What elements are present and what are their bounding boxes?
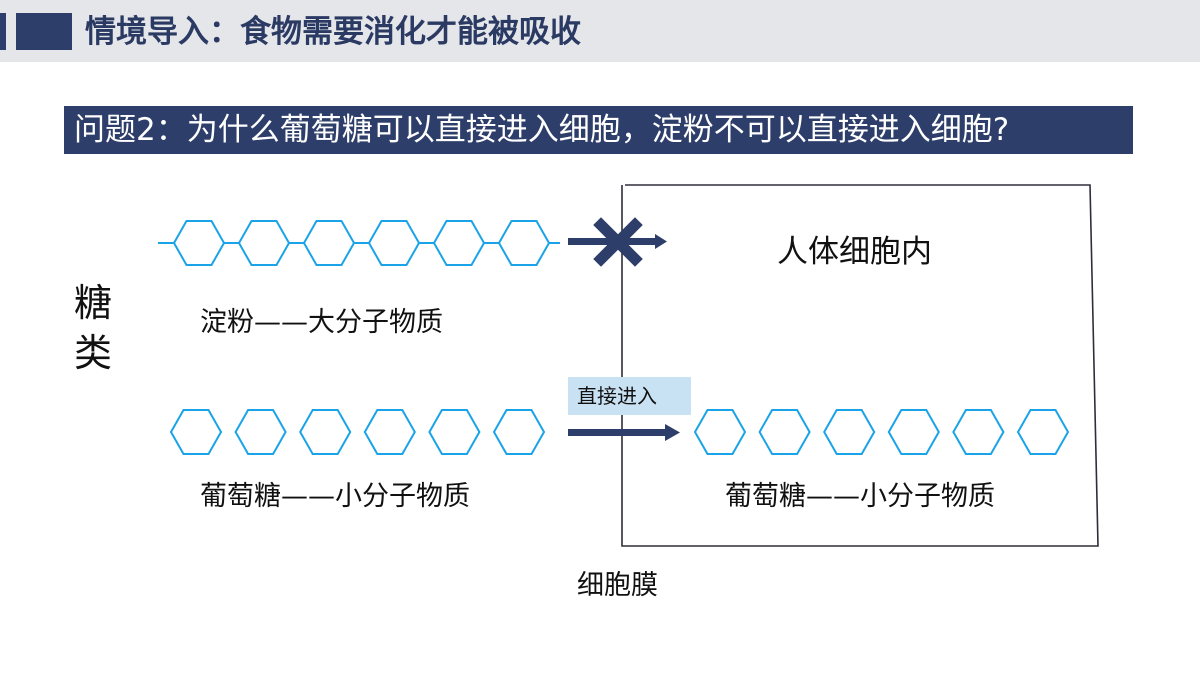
header-bar: 情境导入：食物需要消化才能被吸收: [0, 0, 1200, 62]
glucose-molecule: [363, 409, 416, 455]
glucose-outside-label: 葡萄糖——小分子物质: [200, 481, 470, 512]
glucose-molecule: [169, 409, 223, 455]
entry-arrow-head: [665, 424, 680, 441]
cell-membrane-outline: [621, 184, 1099, 547]
starch-glucose-unit: [302, 220, 356, 266]
starch-chain: [158, 220, 560, 266]
glucose-molecule: [887, 409, 940, 455]
direct-entry-label: 直接进入: [568, 377, 691, 415]
starch-glucose-unit: [237, 220, 291, 266]
header-accent-bar: [0, 13, 6, 50]
glucose-molecule: [693, 409, 747, 455]
glucose-molecule: [234, 409, 287, 455]
page-title: 情境导入：食物需要消化才能被吸收: [85, 14, 581, 50]
glucose-inside-label: 葡萄糖——小分子物质: [725, 481, 995, 512]
glucose-molecule: [299, 409, 352, 455]
glucose-molecule: [492, 409, 546, 455]
glucose-molecule: [823, 409, 876, 455]
starch-label: 淀粉——大分子物质: [200, 307, 443, 338]
glucose-outside-group: [169, 409, 546, 455]
block-cross-icon: [593, 217, 643, 267]
starch-glucose-unit: [432, 220, 486, 266]
glucose-molecule: [758, 409, 811, 455]
cell-interior-label: 人体细胞内: [777, 234, 932, 270]
glucose-molecule: [1016, 409, 1070, 455]
cell-membrane-label: 细胞膜: [577, 570, 658, 601]
category-label: 糖类: [73, 281, 112, 375]
header-accent-block: [16, 13, 72, 50]
entry-arrow-shaft: [568, 429, 668, 436]
starch-glucose-unit: [172, 220, 226, 266]
starch-glucose-unit: [367, 220, 421, 266]
glucose-inside-group: [693, 409, 1070, 455]
entry-arrow: [568, 424, 680, 441]
question-banner: 问题2：为什么葡萄糖可以直接进入细胞，淀粉不可以直接进入细胞?: [64, 106, 1133, 154]
starch-glucose-unit: [497, 220, 551, 266]
glucose-molecule: [952, 409, 1005, 455]
blocked-arrow-head: [655, 234, 667, 249]
glucose-molecule: [428, 409, 481, 455]
